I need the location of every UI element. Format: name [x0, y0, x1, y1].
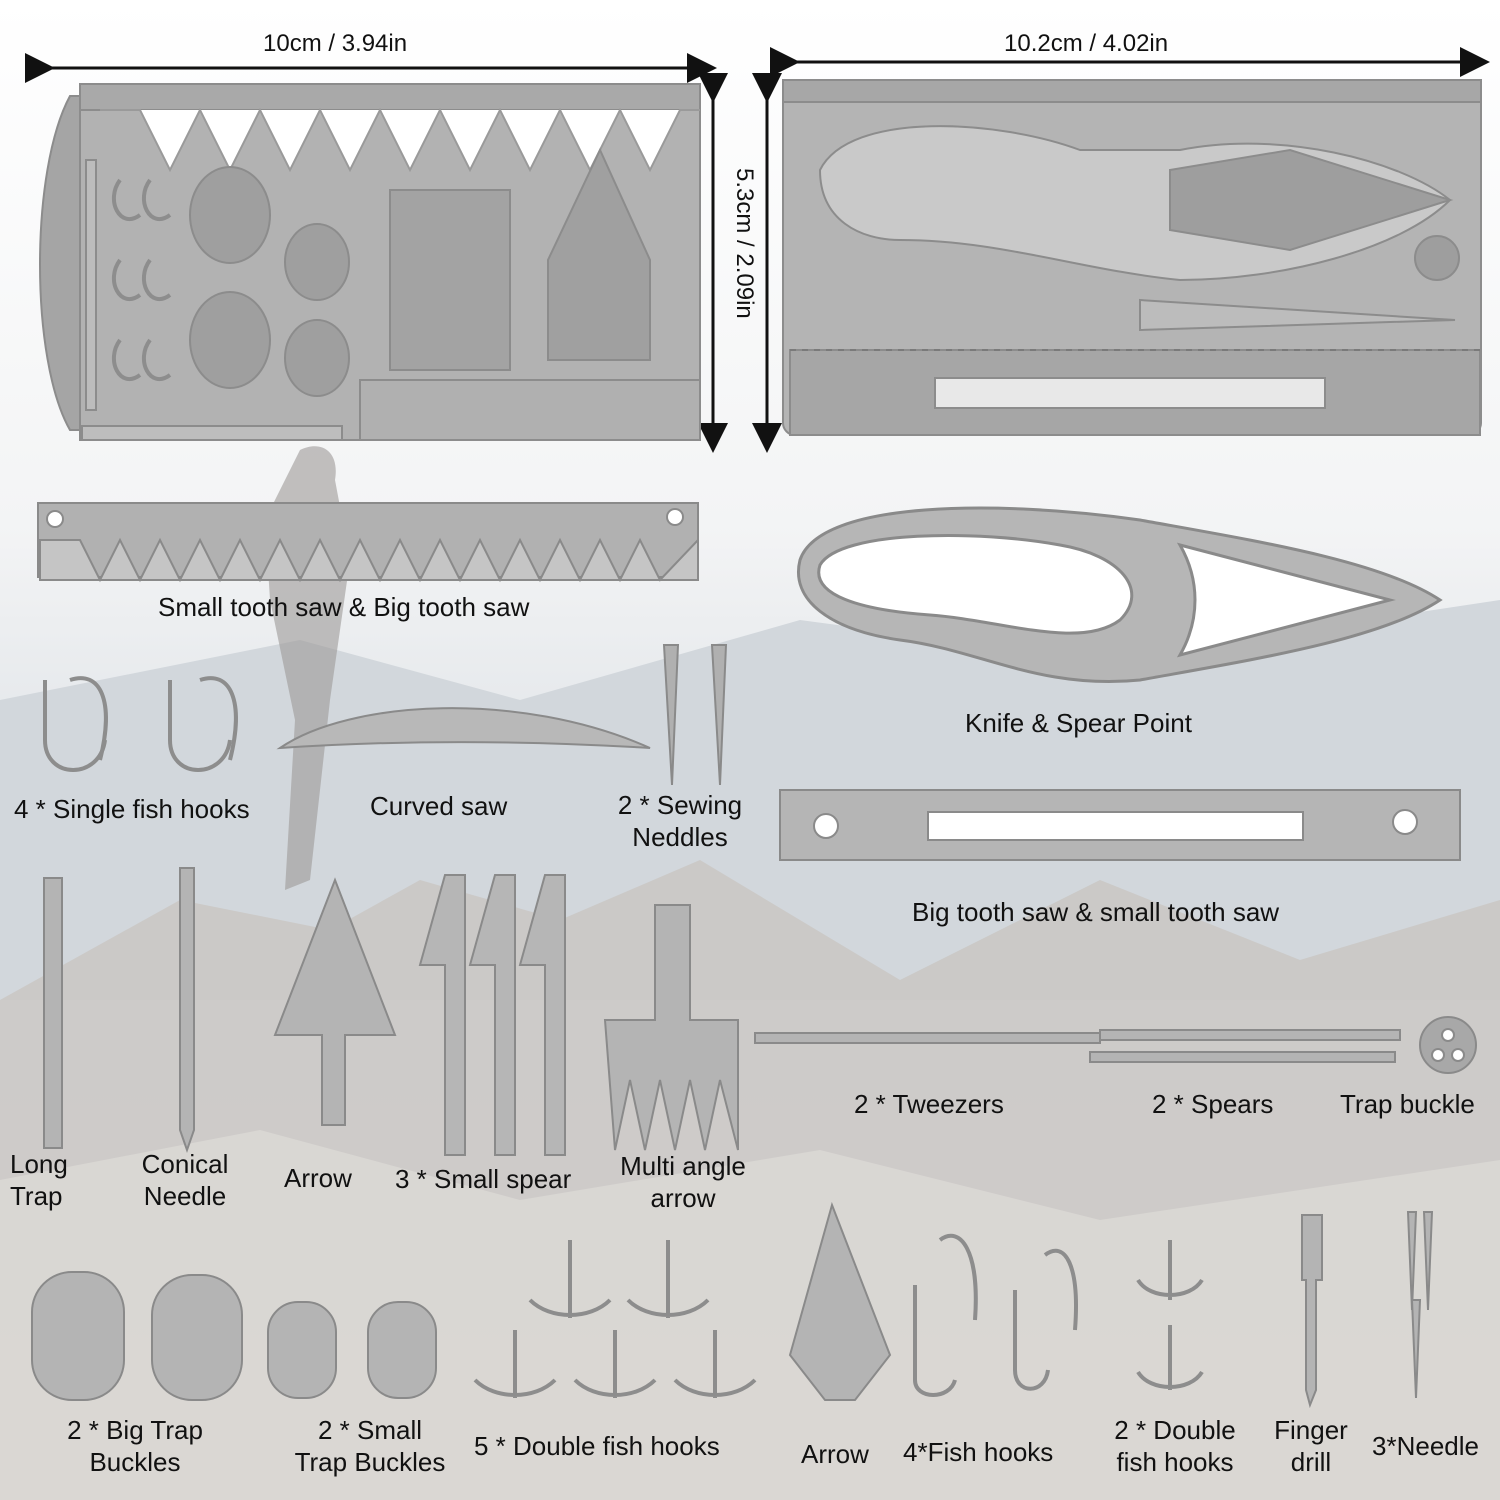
sewing-needles	[662, 644, 728, 786]
label-knife-spear: Knife & Spear Point	[965, 708, 1192, 738]
label-big-trap-buckles: 2 * Big Trap Buckles	[67, 1415, 203, 1477]
label-tweezers: 2 * Tweezers	[854, 1089, 1004, 1119]
card1	[39, 83, 701, 441]
card1-width-label: 10cm / 3.94in	[263, 30, 408, 57]
needles-3	[1406, 1211, 1434, 1399]
finger-drill	[1301, 1214, 1323, 1409]
spears-2	[1089, 1029, 1401, 1063]
tweezers	[754, 1032, 1101, 1044]
label-spears: 2 * Spears	[1152, 1089, 1274, 1119]
label-double-hooks-2: 2 * Double fish hooks	[1114, 1415, 1236, 1477]
label-long-trap: Long Trap	[10, 1149, 68, 1211]
label-needle-3: 3*Needle	[1372, 1431, 1479, 1461]
big-trap-buckles	[31, 1271, 243, 1401]
label-sewing-needles: 2 * Sewing Neddles	[617, 790, 743, 852]
arrow-2	[788, 1201, 892, 1401]
arrow-1	[273, 877, 397, 1126]
multi-angle-arrow	[603, 904, 739, 1151]
label-small-big-saw: Small tooth saw & Big tooth saw	[158, 592, 530, 622]
curved-saw	[276, 707, 651, 750]
knife-spear	[797, 506, 1443, 684]
single-hooks	[43, 676, 238, 772]
saw-strip-2	[779, 789, 1461, 861]
small-spears	[418, 874, 566, 1156]
double-hooks-5	[473, 1240, 757, 1398]
label-finger-drill: Finger drill	[1274, 1415, 1348, 1477]
card-height-label: 5.3cm / 2.09in	[731, 168, 758, 319]
label-curved-saw: Curved saw	[370, 791, 508, 821]
label-single-hooks: 4 * Single fish hooks	[14, 794, 250, 824]
double-hooks-2	[1136, 1240, 1204, 1390]
trap-buckle	[1419, 1016, 1477, 1074]
label-multi-arrow: Multi angle arrow	[620, 1151, 746, 1213]
label-fish-hooks-4: 4*Fish hooks	[903, 1437, 1054, 1467]
saw-strip-1	[37, 502, 699, 583]
long-trap	[43, 877, 63, 1149]
label-conical-needle: Conical Needle	[141, 1149, 229, 1211]
label-trap-buckle: Trap buckle	[1340, 1089, 1475, 1119]
card1-hooks	[111, 178, 172, 382]
label-small-spear: 3 * Small spear	[395, 1164, 572, 1194]
fish-hooks-4	[913, 1233, 1078, 1397]
card2-width-label: 10.2cm / 4.02in	[1004, 30, 1169, 57]
label-small-trap-buckles: 2 * Small Trap Buckles	[294, 1415, 446, 1477]
card2	[782, 79, 1482, 436]
conical-needle	[179, 867, 195, 1154]
small-trap-buckles	[267, 1301, 437, 1399]
label-arrow-1: Arrow	[284, 1163, 352, 1193]
label-arrow-2: Arrow	[801, 1439, 869, 1469]
label-big-small-saw: Big tooth saw & small tooth saw	[912, 897, 1280, 927]
label-double-hooks-5: 5 * Double fish hooks	[474, 1431, 720, 1461]
